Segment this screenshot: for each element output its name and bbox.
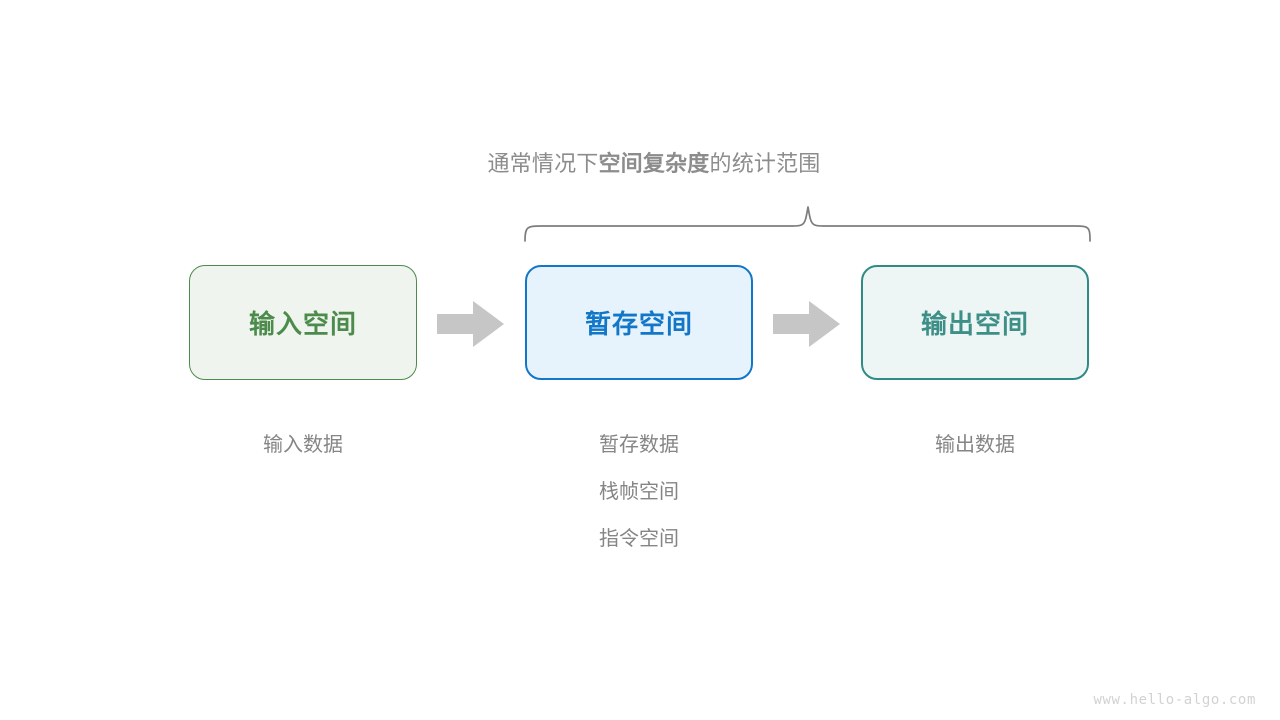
box-input-space: 输入空间: [189, 265, 417, 380]
brace-caption-suffix: 的统计范围: [709, 151, 821, 176]
box-input-space-label: 输入空间: [248, 309, 357, 339]
box-output-space-label: 输出空间: [920, 309, 1029, 339]
caption-item: 指令空间: [599, 528, 679, 550]
caption-item: 输入数据: [263, 434, 343, 456]
brace-caption-prefix: 通常情况下: [487, 151, 599, 176]
brace-caption-emphasis: 空间复杂度: [598, 151, 710, 176]
caption-item: 栈帧空间: [599, 481, 679, 503]
box-temp-space-label: 暂存空间: [584, 309, 693, 339]
caption-item: 输出数据: [935, 434, 1015, 456]
arrow-right-icon-temp-to-output: [773, 301, 840, 347]
caption-list-output: 输出数据: [861, 422, 1089, 469]
caption-list-input: 输入数据: [189, 422, 417, 469]
brace-caption: 通常情况下空间复杂度的统计范围: [0, 146, 1280, 178]
box-temp-space: 暂存空间: [525, 265, 753, 380]
curly-brace: [524, 206, 1091, 242]
box-output-space: 输出空间: [861, 265, 1089, 380]
caption-list-temp: 暂存数据 栈帧空间 指令空间: [525, 422, 753, 563]
arrow-right-icon-input-to-temp: [437, 301, 504, 347]
caption-item: 暂存数据: [599, 434, 679, 456]
watermark: www.hello-algo.com: [1093, 692, 1256, 708]
